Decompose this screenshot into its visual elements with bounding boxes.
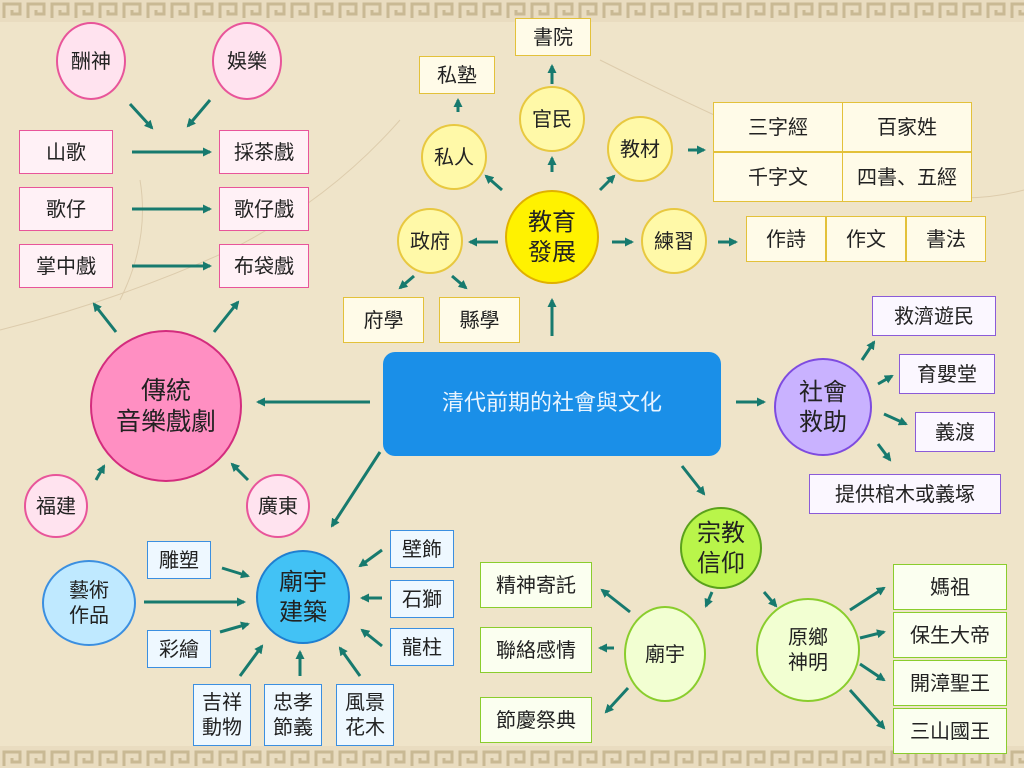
connector-arrow bbox=[358, 548, 383, 568]
connector-arrow bbox=[128, 102, 154, 130]
music-drama-hub[interactable]: 傳統 音樂戲劇 bbox=[90, 330, 242, 482]
connector-arrow bbox=[238, 644, 264, 677]
painting-box[interactable]: 彩繪 bbox=[147, 630, 211, 668]
temple-function-box[interactable]: 聯絡感情 bbox=[480, 627, 592, 673]
connector-arrow bbox=[338, 646, 362, 677]
connector-arrow bbox=[230, 462, 250, 482]
connector-arrow bbox=[876, 443, 892, 462]
connector-arrow bbox=[883, 412, 908, 426]
temple-architecture-hub[interactable]: 廟宇 建築 bbox=[256, 550, 350, 644]
connector-arrow bbox=[704, 591, 714, 608]
connector-arrow bbox=[859, 662, 886, 682]
practice-item[interactable]: 作詩 bbox=[746, 216, 826, 262]
social-relief-hub[interactable]: 社會 救助 bbox=[774, 358, 872, 456]
deity-box[interactable]: 媽祖 bbox=[893, 564, 1007, 610]
connector-arrow bbox=[877, 374, 894, 386]
textbook-item[interactable]: 千字文 bbox=[713, 152, 843, 202]
religion-hub[interactable]: 宗教 信仰 bbox=[680, 507, 762, 589]
connector-arrow bbox=[219, 621, 250, 634]
relief-item[interactable]: 提供棺木或義塚 bbox=[809, 474, 1001, 514]
source-node[interactable]: 娛樂 bbox=[212, 22, 282, 100]
origin-node[interactable]: 福建 bbox=[24, 474, 88, 538]
connector-arrow bbox=[762, 591, 778, 608]
academy-box[interactable]: 書院 bbox=[515, 18, 591, 56]
sculpture-box[interactable]: 雕塑 bbox=[147, 541, 211, 579]
opera-box[interactable]: 布袋戲 bbox=[219, 244, 309, 288]
textbook-item[interactable]: 四書、五經 bbox=[842, 152, 972, 202]
connector-arrow bbox=[212, 300, 240, 333]
connector-arrow bbox=[860, 340, 876, 361]
temple-function-box[interactable]: 節慶祭典 bbox=[480, 697, 592, 743]
folk-song-box[interactable]: 山歌 bbox=[19, 130, 113, 174]
motif-box[interactable]: 忠孝 節義 bbox=[264, 684, 322, 746]
connector-arrow bbox=[859, 629, 886, 640]
connector-arrow bbox=[330, 451, 382, 528]
relief-item[interactable]: 救濟遊民 bbox=[872, 296, 996, 336]
textbooks-node[interactable]: 教材 bbox=[607, 116, 673, 182]
connector-arrow bbox=[848, 688, 886, 730]
bottom-border bbox=[0, 746, 1024, 768]
connector-arrow bbox=[94, 464, 106, 481]
motif-box[interactable]: 吉祥 動物 bbox=[193, 684, 251, 746]
connector-arrow bbox=[451, 274, 468, 290]
opera-box[interactable]: 採茶戲 bbox=[219, 130, 309, 174]
connector-arrow bbox=[604, 686, 630, 714]
government-node[interactable]: 政府 bbox=[397, 208, 463, 274]
deity-box[interactable]: 保生大帝 bbox=[893, 612, 1007, 658]
connector-arrow bbox=[92, 302, 118, 333]
folk-song-box[interactable]: 掌中戲 bbox=[19, 244, 113, 288]
private-school-box[interactable]: 私塾 bbox=[419, 56, 495, 94]
stone-lion-box[interactable]: 石獅 bbox=[390, 580, 454, 618]
hometown-gods-node[interactable]: 原鄉 神明 bbox=[756, 598, 860, 702]
prefecture-school-box[interactable]: 府學 bbox=[343, 297, 424, 343]
relief-item[interactable]: 義渡 bbox=[915, 412, 995, 452]
connector-arrow bbox=[849, 586, 886, 612]
connector-arrow bbox=[680, 465, 706, 496]
textbook-item[interactable]: 三字經 bbox=[713, 102, 843, 152]
connector-arrow bbox=[600, 588, 631, 614]
temple-node[interactable]: 廟宇 bbox=[624, 606, 706, 702]
connector-arrow bbox=[398, 274, 415, 290]
motif-box[interactable]: 風景 花木 bbox=[336, 684, 394, 746]
origin-node[interactable]: 廣東 bbox=[246, 474, 310, 538]
practice-node[interactable]: 練習 bbox=[641, 208, 707, 274]
county-school-box[interactable]: 縣學 bbox=[439, 297, 520, 343]
central-topic[interactable]: 清代前期的社會與文化 bbox=[383, 352, 721, 456]
deity-box[interactable]: 開漳聖王 bbox=[893, 660, 1007, 706]
relief-item[interactable]: 育嬰堂 bbox=[899, 354, 995, 394]
practice-item[interactable]: 書法 bbox=[906, 216, 986, 262]
top-border bbox=[0, 0, 1024, 22]
connector-arrow bbox=[360, 628, 383, 648]
wall-decor-box[interactable]: 壁飾 bbox=[390, 530, 454, 568]
source-node[interactable]: 酬神 bbox=[56, 22, 126, 100]
connector-arrow bbox=[484, 174, 503, 192]
private-node[interactable]: 私人 bbox=[421, 124, 487, 190]
connector-arrow bbox=[186, 99, 212, 128]
art-works-node[interactable]: 藝術 作品 bbox=[42, 560, 136, 646]
deity-box[interactable]: 三山國王 bbox=[893, 708, 1007, 754]
practice-item[interactable]: 作文 bbox=[826, 216, 906, 262]
dragon-pillar-box[interactable]: 龍柱 bbox=[390, 628, 454, 666]
textbook-item[interactable]: 百家姓 bbox=[842, 102, 972, 152]
education-hub[interactable]: 教育 發展 bbox=[505, 190, 599, 284]
temple-function-box[interactable]: 精神寄託 bbox=[480, 562, 592, 608]
official-node[interactable]: 官民 bbox=[519, 86, 585, 152]
connector-arrow bbox=[221, 566, 250, 579]
connector-arrow bbox=[598, 174, 616, 192]
opera-box[interactable]: 歌仔戲 bbox=[219, 187, 309, 231]
folk-song-box[interactable]: 歌仔 bbox=[19, 187, 113, 231]
